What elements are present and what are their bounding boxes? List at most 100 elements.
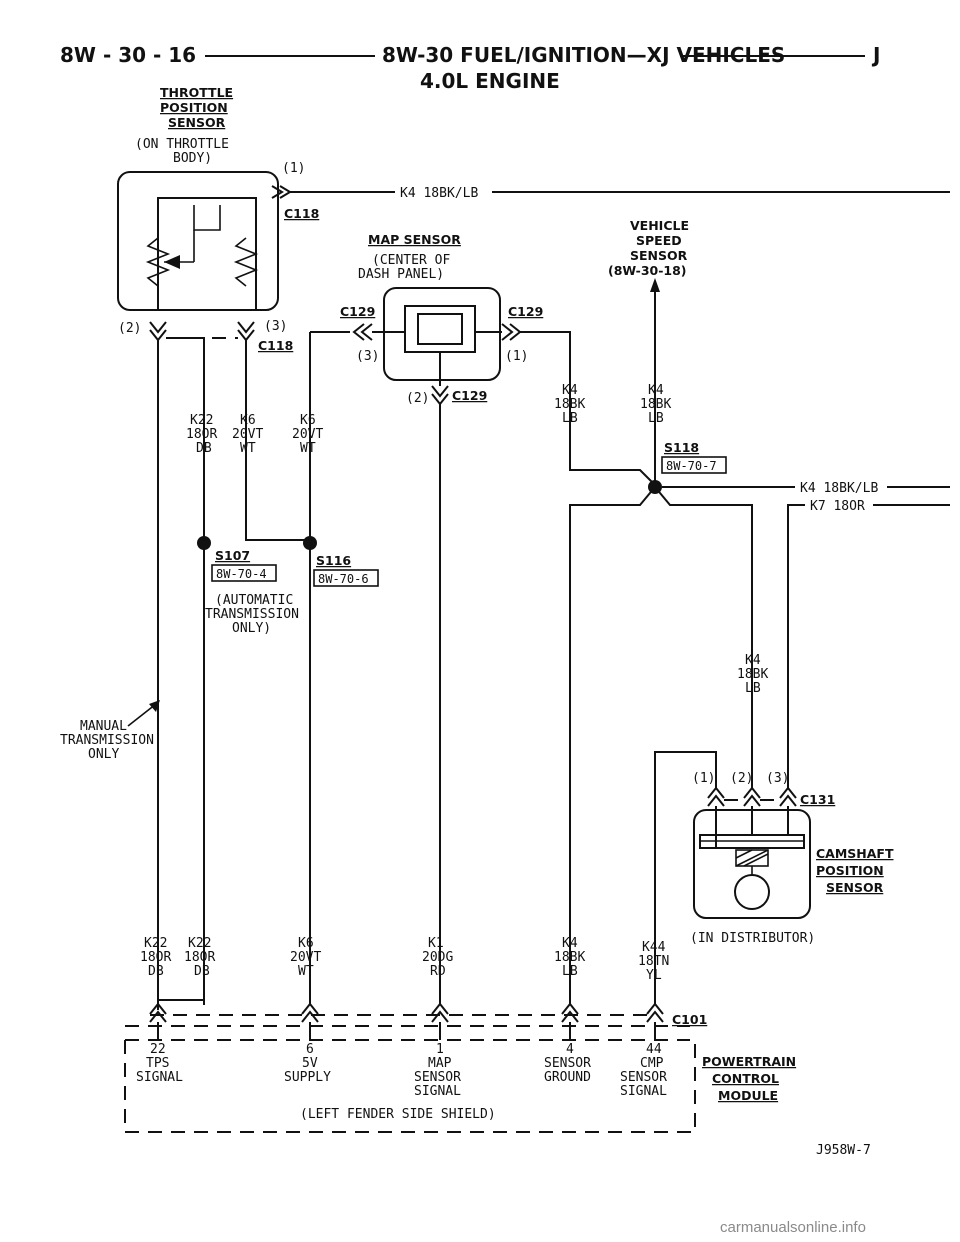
page-subtitle: 4.0L ENGINE [420, 69, 560, 93]
wire-k7-cmp [787, 504, 805, 770]
cmp-block-hatch-3 [735, 849, 753, 859]
c101-pin44-symbol [646, 1002, 664, 1015]
k4map-label-2: 18BK [554, 397, 585, 412]
c131-pin1-symbol-b [707, 794, 725, 807]
c131-pin-1: (1) [692, 771, 715, 786]
c118-label-top: C118 [284, 206, 319, 221]
figure-id: J958W-7 [816, 1143, 871, 1158]
c131-pin2-symbol-b [743, 794, 761, 807]
pcm-pin6-line1: 5V [302, 1056, 318, 1071]
c129-pin-3: (3) [356, 349, 379, 364]
c129-label-right: C129 [508, 304, 543, 319]
k4vss-label-1: K4 [648, 383, 664, 398]
vehicle-speed-sensor: VEHICLE SPEED SENSOR (8W-30-18) [608, 218, 689, 292]
k6b-label-2: 20VT [292, 427, 323, 442]
c101-pin6-symbol [301, 1002, 319, 1015]
pcm-pin22-line2: SIGNAL [136, 1070, 183, 1085]
bottom-k22-2-b: 18OR [184, 950, 215, 965]
k4map-label-3: LB [562, 411, 578, 426]
splice-s107-ref: 8W-70-4 [216, 567, 267, 581]
c118-pin-2: (2) [118, 321, 141, 336]
pcm-pin44-line1: CMP [640, 1056, 664, 1071]
vss-name-1: VEHICLE [630, 218, 689, 233]
c101-pin4-symbol-b [561, 1010, 579, 1023]
pcm-pin1-num: 1 [436, 1042, 444, 1057]
c129-pin3-symbol [352, 323, 365, 341]
c131-pin3-symbol-b [779, 794, 797, 807]
c101-pin4-symbol [561, 1002, 579, 1015]
throttle-position-sensor: THROTTLE POSITION SENSOR (ON THROTTLE BO… [117, 85, 279, 311]
k22-label-1: K22 [190, 413, 213, 428]
vss-arrow [650, 278, 660, 292]
c101-label: C101 [672, 1012, 707, 1027]
bottom-k1-b: 20DG [422, 950, 453, 965]
pcm-pin22-line1: TPS [146, 1056, 169, 1071]
cmp-block-hatch-1 [735, 849, 769, 867]
k4cmp-label-1: K4 [745, 653, 761, 668]
k6a-label-1: K6 [240, 413, 256, 428]
wire-k4-ground [569, 486, 656, 1005]
wire-k7-right-label: K7 18OR [810, 499, 865, 514]
map-name: MAP SENSOR [368, 232, 461, 247]
wire-k22-auto [166, 337, 205, 1005]
pcm-pin6-num: 6 [306, 1042, 314, 1057]
pcm-name-2: CONTROL [712, 1071, 779, 1086]
c129-pin3-symbol-b [360, 323, 373, 341]
splice-s118-name: S118 [664, 440, 699, 455]
bottom-k6-b: 20VT [290, 950, 321, 965]
manual-trans-arrow [149, 700, 160, 712]
c101-pin6-symbol-b [301, 1010, 319, 1023]
page-code: 8W - 30 - 16 [60, 43, 196, 67]
auto-trans-note-3: ONLY) [232, 621, 271, 636]
splice-s116-ref-box [313, 569, 379, 587]
c101-connector [125, 1002, 690, 1040]
k4vss-label-3: LB [648, 411, 664, 426]
cmp-name-3: SENSOR [826, 880, 884, 895]
tps-name-2: POSITION [160, 100, 228, 115]
powertrain-control-module [124, 1039, 696, 1133]
tps-note-2: BODY) [173, 151, 212, 166]
pcm-pin4-line2: GROUND [544, 1070, 591, 1085]
cmp-pickup-wheel [734, 874, 770, 910]
k6a-label-3: WT [240, 441, 256, 456]
tps-resistor-left [145, 237, 171, 287]
c129-label-bottom: C129 [452, 388, 487, 403]
tps-wiper-frame [193, 205, 221, 231]
pcm-pin-labels: 22 TPS SIGNAL 6 5V SUPPLY 1 MAP SENSOR S… [136, 1042, 667, 1099]
manual-trans-note-1: MANUAL [80, 719, 127, 734]
map-element-outer [404, 305, 476, 353]
pcm-name-1: POWERTRAIN [702, 1054, 796, 1069]
bottom-k4-a: K4 [562, 936, 578, 951]
bottom-k22-2-a: K22 [188, 936, 211, 951]
wire-k44-cmp [654, 751, 717, 1005]
c118-pin-1: (1) [282, 161, 305, 176]
tps-body [117, 171, 279, 311]
bottom-k6-c: WT [298, 964, 314, 979]
pcm-note: (LEFT FENDER SIDE SHIELD) [300, 1107, 496, 1122]
pcm-pin6-line2: SUPPLY [284, 1070, 331, 1085]
k6b-label-1: K6 [300, 413, 316, 428]
bottom-k1-c: RD [430, 964, 446, 979]
bottom-k22-1-a: K22 [144, 936, 167, 951]
pcm-pin44-line2: SENSOR [620, 1070, 667, 1085]
c129-pin2-symbol [431, 385, 449, 398]
auto-trans-note-2: TRANSMISSION [205, 607, 299, 622]
map-body [383, 287, 501, 381]
k22-label-3: DB [196, 441, 212, 456]
bottom-k22-1-b: 18OR [140, 950, 171, 965]
map-note-2: DASH PANEL) [358, 267, 444, 282]
camshaft-position-sensor [693, 806, 811, 919]
c101-pin1-symbol [431, 1002, 449, 1015]
bottom-wire-labels: K22 18OR DB K22 18OR DB K6 20VT WT K1 20… [140, 936, 669, 983]
wire-k22-join [157, 988, 205, 1001]
c131-label: C131 [800, 792, 835, 807]
c101-pin22-symbol-b [149, 1010, 167, 1023]
pcm-pin1-line1: MAP [428, 1056, 452, 1071]
bottom-k22-1-c: DB [148, 964, 164, 979]
splice-s116-ref: 8W-70-6 [318, 572, 369, 586]
tps-name-3: SENSOR [168, 115, 226, 130]
tps-note-1: (ON THROTTLE [135, 137, 229, 152]
cmp-note: (IN DISTRIBUTOR) [690, 931, 815, 946]
cmp-name-1: CAMSHAFT [816, 846, 894, 861]
pcm-pin1-line2: SENSOR [414, 1070, 461, 1085]
